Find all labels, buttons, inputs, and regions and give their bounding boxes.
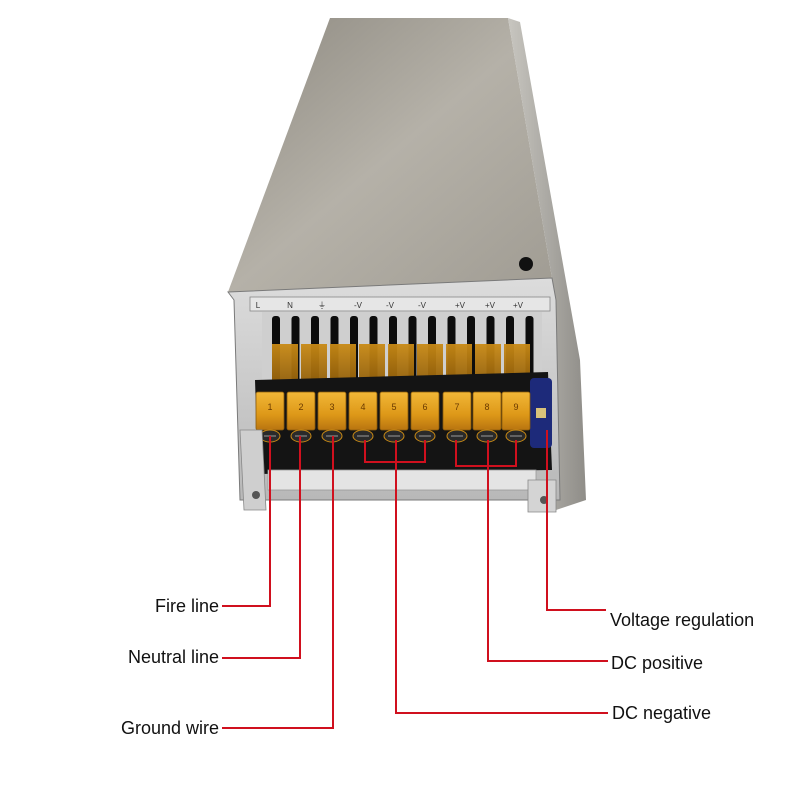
dc-positive-leader	[487, 440, 608, 662]
right-foot	[527, 479, 557, 513]
panel-marking-9: +V	[513, 301, 524, 310]
fire-line-leader	[222, 436, 271, 607]
fire-line-label: Fire line	[154, 596, 219, 616]
panel-markings: L N ⏚ -V -V -V +V +V +V	[256, 301, 524, 310]
neutral-line-label: Neutral line	[127, 647, 219, 667]
panel-marking-6: -V	[418, 301, 427, 310]
terminal-number-8: 8	[484, 402, 489, 412]
ground-wire-label: Ground wire	[120, 718, 219, 738]
terminal-number-2: 2	[298, 402, 303, 412]
housing-right-side	[508, 18, 586, 510]
panel-marking-5: -V	[386, 301, 395, 310]
panel-marking-8: +V	[485, 301, 496, 310]
panel-marking-7: +V	[455, 301, 466, 310]
terminal-number-3: 3	[329, 402, 334, 412]
dc-negative-label: DC negative	[612, 703, 712, 723]
terminal-number-7: 7	[454, 402, 459, 412]
dc-negative-leader	[395, 440, 608, 714]
marking-strip	[249, 296, 551, 312]
panel-marking-3: ⏚	[318, 301, 326, 310]
dc-positive-bracket	[455, 440, 517, 467]
left-foot	[239, 429, 267, 511]
panel-marking-2: N	[287, 301, 293, 310]
voltage-regulation-label: Voltage regulation	[610, 610, 755, 630]
terminal-number-1: 1	[267, 402, 272, 412]
base-plate	[267, 469, 537, 491]
terminal-screws	[259, 429, 527, 443]
dc-positive-label: DC positive	[611, 653, 704, 673]
terminal-number-4: 4	[360, 402, 365, 412]
terminal-covers-front: 1 2 3 4 5 6 7 8 9	[255, 391, 531, 431]
mounting-hole	[519, 257, 533, 271]
terminal-number-6: 6	[422, 402, 427, 412]
panel-marking-1: L	[256, 301, 261, 310]
neutral-line-leader	[222, 436, 301, 659]
voltage-regulation-leader	[546, 430, 606, 611]
terminal-number-9: 9	[513, 402, 518, 412]
terminal-number-5: 5	[391, 402, 396, 412]
ground-wire-leader	[222, 436, 334, 729]
panel-marking-4: -V	[354, 301, 363, 310]
housing-top	[228, 18, 552, 292]
